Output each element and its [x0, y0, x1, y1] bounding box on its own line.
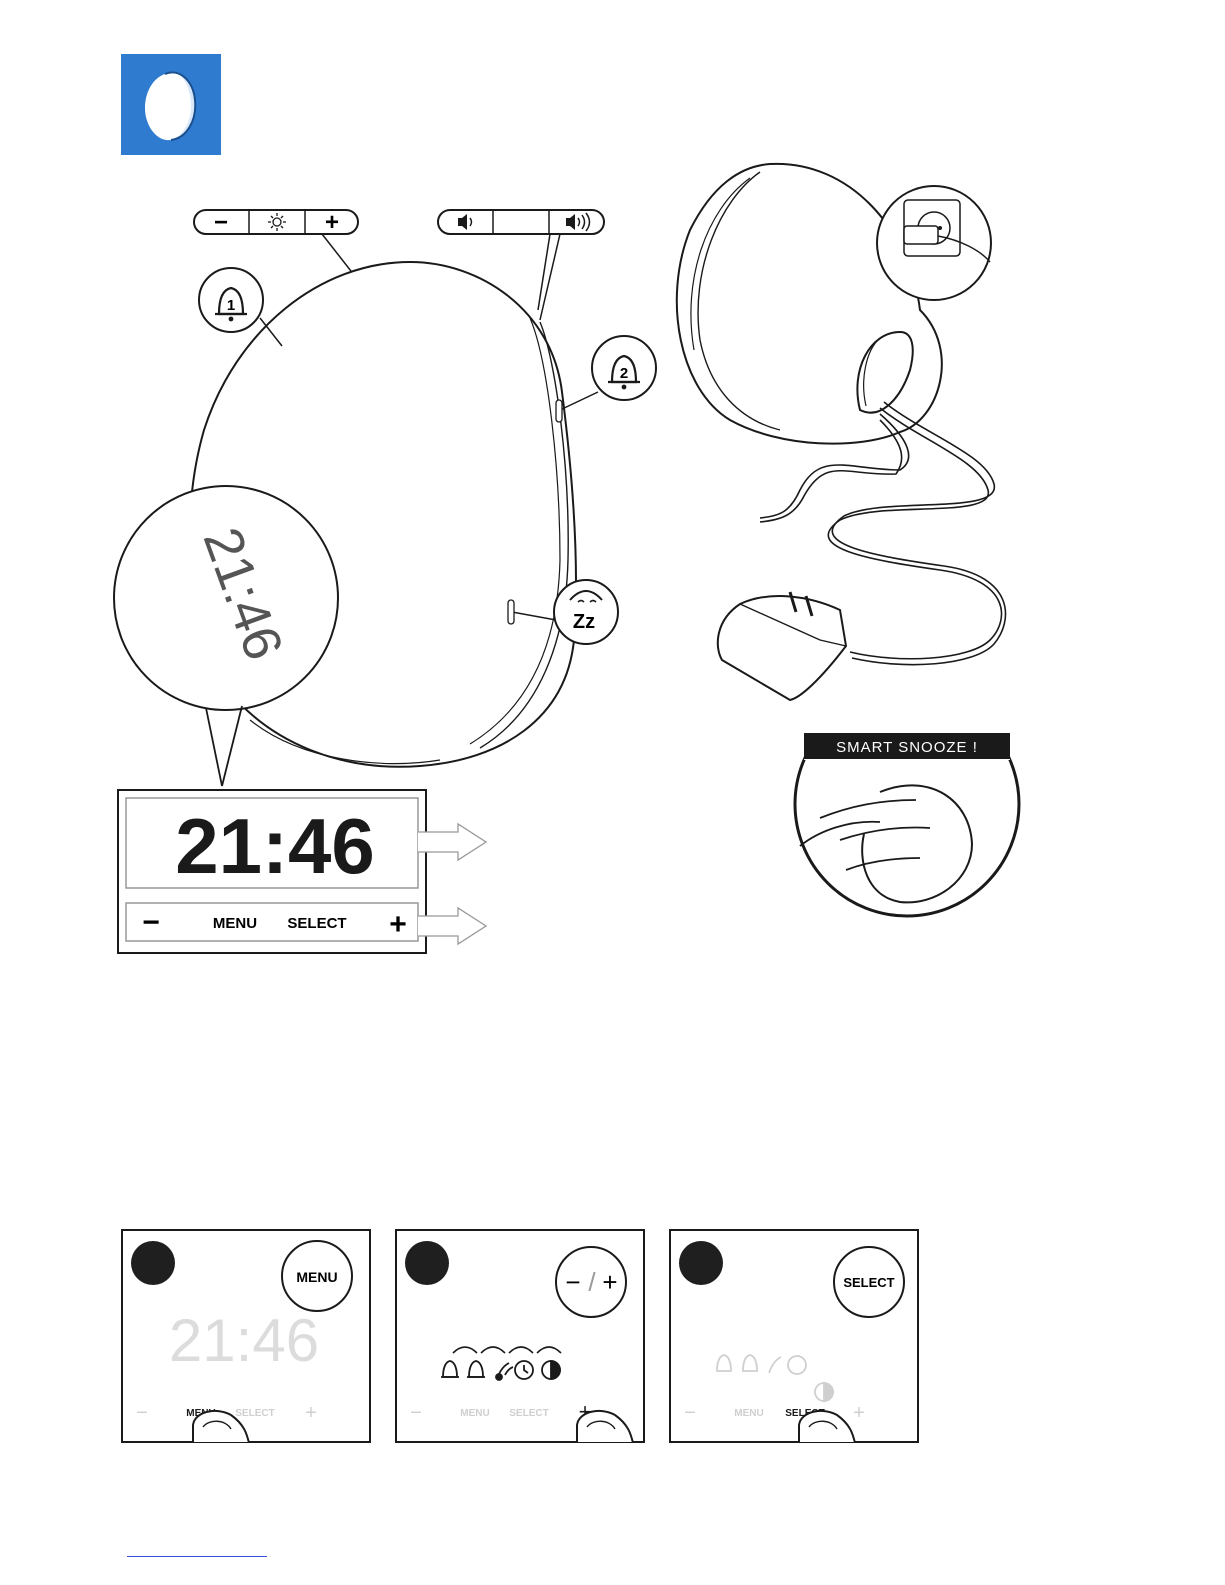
contrast-icon — [542, 1361, 560, 1379]
step-panel-3: SELECT − MENU SELECT + — [669, 1229, 919, 1443]
select-button[interactable]: SELECT — [843, 1275, 894, 1290]
svg-text:MENU: MENU — [734, 1408, 763, 1419]
display-select-button[interactable]: SELECT — [287, 915, 346, 932]
plus-button[interactable]: + — [602, 1267, 617, 1297]
arrow-right-icon — [418, 824, 486, 860]
clock-icon — [788, 1356, 806, 1374]
pressing-finger — [577, 1411, 633, 1443]
product-overview-illustration: − + — [0, 0, 1225, 1000]
svg-text:Zz: Zz — [573, 611, 595, 633]
menu-button[interactable]: MENU — [296, 1269, 337, 1285]
svg-text:+: + — [305, 1402, 317, 1424]
step-marker — [131, 1241, 175, 1285]
svg-text:−: − — [684, 1402, 696, 1424]
alarm-2-icon — [743, 1355, 757, 1371]
footer-rule — [127, 1556, 267, 1557]
arrow-right-icon — [418, 908, 486, 944]
power-adapter — [718, 592, 846, 700]
display-plus-button[interactable]: + — [389, 908, 407, 941]
cycle-arrows — [453, 1347, 561, 1353]
contrast-icon — [815, 1383, 833, 1401]
minus-button[interactable]: − — [565, 1267, 580, 1297]
display-panel-time: 21:46 — [175, 802, 375, 890]
display-minus-button[interactable]: − — [142, 906, 160, 939]
step-marker — [405, 1241, 449, 1285]
svg-text:/: / — [588, 1267, 596, 1297]
svg-text:1: 1 — [227, 297, 235, 314]
svg-text:MENU: MENU — [460, 1408, 489, 1419]
smart-snooze-label: SMART SNOOZE ! — [836, 739, 978, 756]
display-menu-button[interactable]: MENU — [213, 915, 257, 932]
alarm-2-button-callout: 2 — [556, 336, 656, 422]
pressing-finger — [799, 1411, 855, 1443]
faded-display-time: 21:46 — [169, 1307, 319, 1374]
svg-text:2: 2 — [620, 365, 628, 382]
alarm-1-icon — [717, 1355, 731, 1371]
svg-text:SELECT: SELECT — [235, 1408, 274, 1419]
sound-icon — [496, 1363, 513, 1380]
clock-icon — [515, 1361, 533, 1379]
brightness-plus-button[interactable]: + — [325, 209, 339, 236]
alarm-2-icon — [467, 1361, 485, 1377]
display-panel-diagram: 21:46 − MENU SELECT + — [118, 790, 486, 953]
brightness-minus-button[interactable]: − — [214, 209, 228, 236]
sound-icon — [769, 1357, 781, 1373]
alarm-1-icon — [441, 1361, 459, 1377]
step-panel-2: − / + − MENU SELECT + — [395, 1229, 645, 1443]
svg-text:−: − — [410, 1402, 422, 1424]
volume-control — [438, 210, 604, 234]
svg-text:+: + — [853, 1402, 865, 1424]
step-marker — [679, 1241, 723, 1285]
step-panel-1: MENU 21:46 − MENU SELECT + — [121, 1229, 371, 1443]
smart-snooze-callout: SMART SNOOZE ! — [795, 671, 1019, 916]
brightness-control: − + — [194, 209, 358, 236]
svg-text:−: − — [136, 1402, 148, 1424]
svg-text:SELECT: SELECT — [509, 1408, 548, 1419]
wall-socket-callout — [877, 186, 991, 300]
